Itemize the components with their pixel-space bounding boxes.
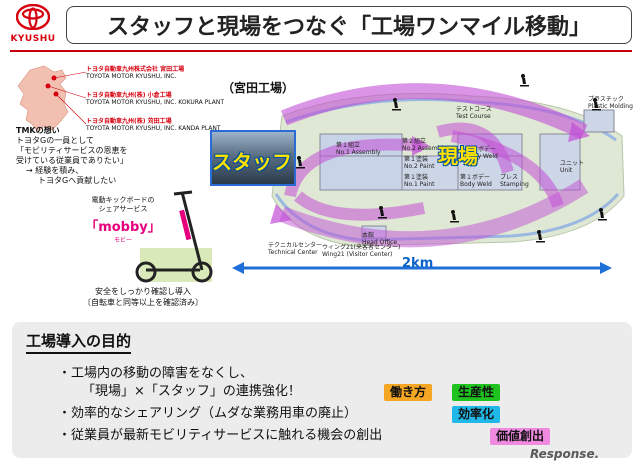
kick-scooter-icon	[135, 190, 213, 283]
building-wing21: ウィング21(来客者センター)Wing21 (Visitor Center)	[322, 244, 401, 258]
safety-note: 安全をしっかり確認し導入 〔自転車と同等以上を確認済み〕	[83, 287, 203, 307]
staff-office-photo	[210, 130, 296, 186]
distance-arrow	[232, 262, 612, 274]
staff-label: スタッフ	[212, 150, 292, 174]
tag-productivity: 生産性	[452, 384, 501, 401]
purpose-bullet-1-cont: 「現場」×「スタッフ」の連携強化！	[82, 384, 301, 399]
tmk-statement: TMKの想い トヨタGの一員として 「モビリティサービスの恩恵を 受けている従業…	[16, 126, 128, 185]
mobby-name: 「mobby」	[85, 220, 161, 235]
tmk-title: TMKの想い	[16, 126, 60, 135]
tag-efficiency: 効率化	[452, 406, 501, 423]
tag-value-creation: 価値創出	[490, 428, 551, 445]
distance-label: 2km	[402, 256, 434, 271]
map-label: （宮田工場）	[222, 81, 295, 95]
mobby-info: 電動キックボードの シェアサービス 「mobby」 モビー	[78, 196, 168, 244]
tag-workstyle: 働き方	[384, 384, 433, 401]
company-kanda: トヨタ自動車九州(株) 苅田工場 TOYOTA MOTOR KYUSHU, IN…	[86, 118, 221, 132]
kyushu-map-icon	[17, 65, 87, 133]
toyota-logo: KYUSHU	[8, 4, 58, 48]
purpose-bullet-1: ・工場内の移動の障害をなくし、	[58, 366, 254, 381]
purpose-bullet-2: ・効率的なシェアリング（ムダな業務用車の廃止）	[58, 406, 358, 421]
company-kokura: トヨタ自動車九州(株) 小倉工場 TOYOTA MOTOR KYUSHU, IN…	[86, 92, 225, 106]
watermark-logo: Response.	[530, 447, 600, 461]
page-title: スタッフと現場をつなぐ「工場ワンマイル移動」	[66, 6, 632, 44]
genba-label: 現場	[438, 144, 478, 168]
purpose-title: 工場導入の目的	[26, 330, 132, 354]
brand-text: KYUSHU	[10, 34, 56, 44]
header-divider	[10, 50, 632, 52]
toyota-emblem-icon	[16, 4, 50, 30]
company-miyata: トヨタ自動車九州株式会社 宮田工場 TOYOTA MOTOR KYUSHU, I…	[86, 66, 185, 80]
factory-map	[270, 83, 625, 248]
purpose-bullet-3: ・従業員が最新モビリティサービスに触れる機会の創出	[58, 428, 383, 443]
